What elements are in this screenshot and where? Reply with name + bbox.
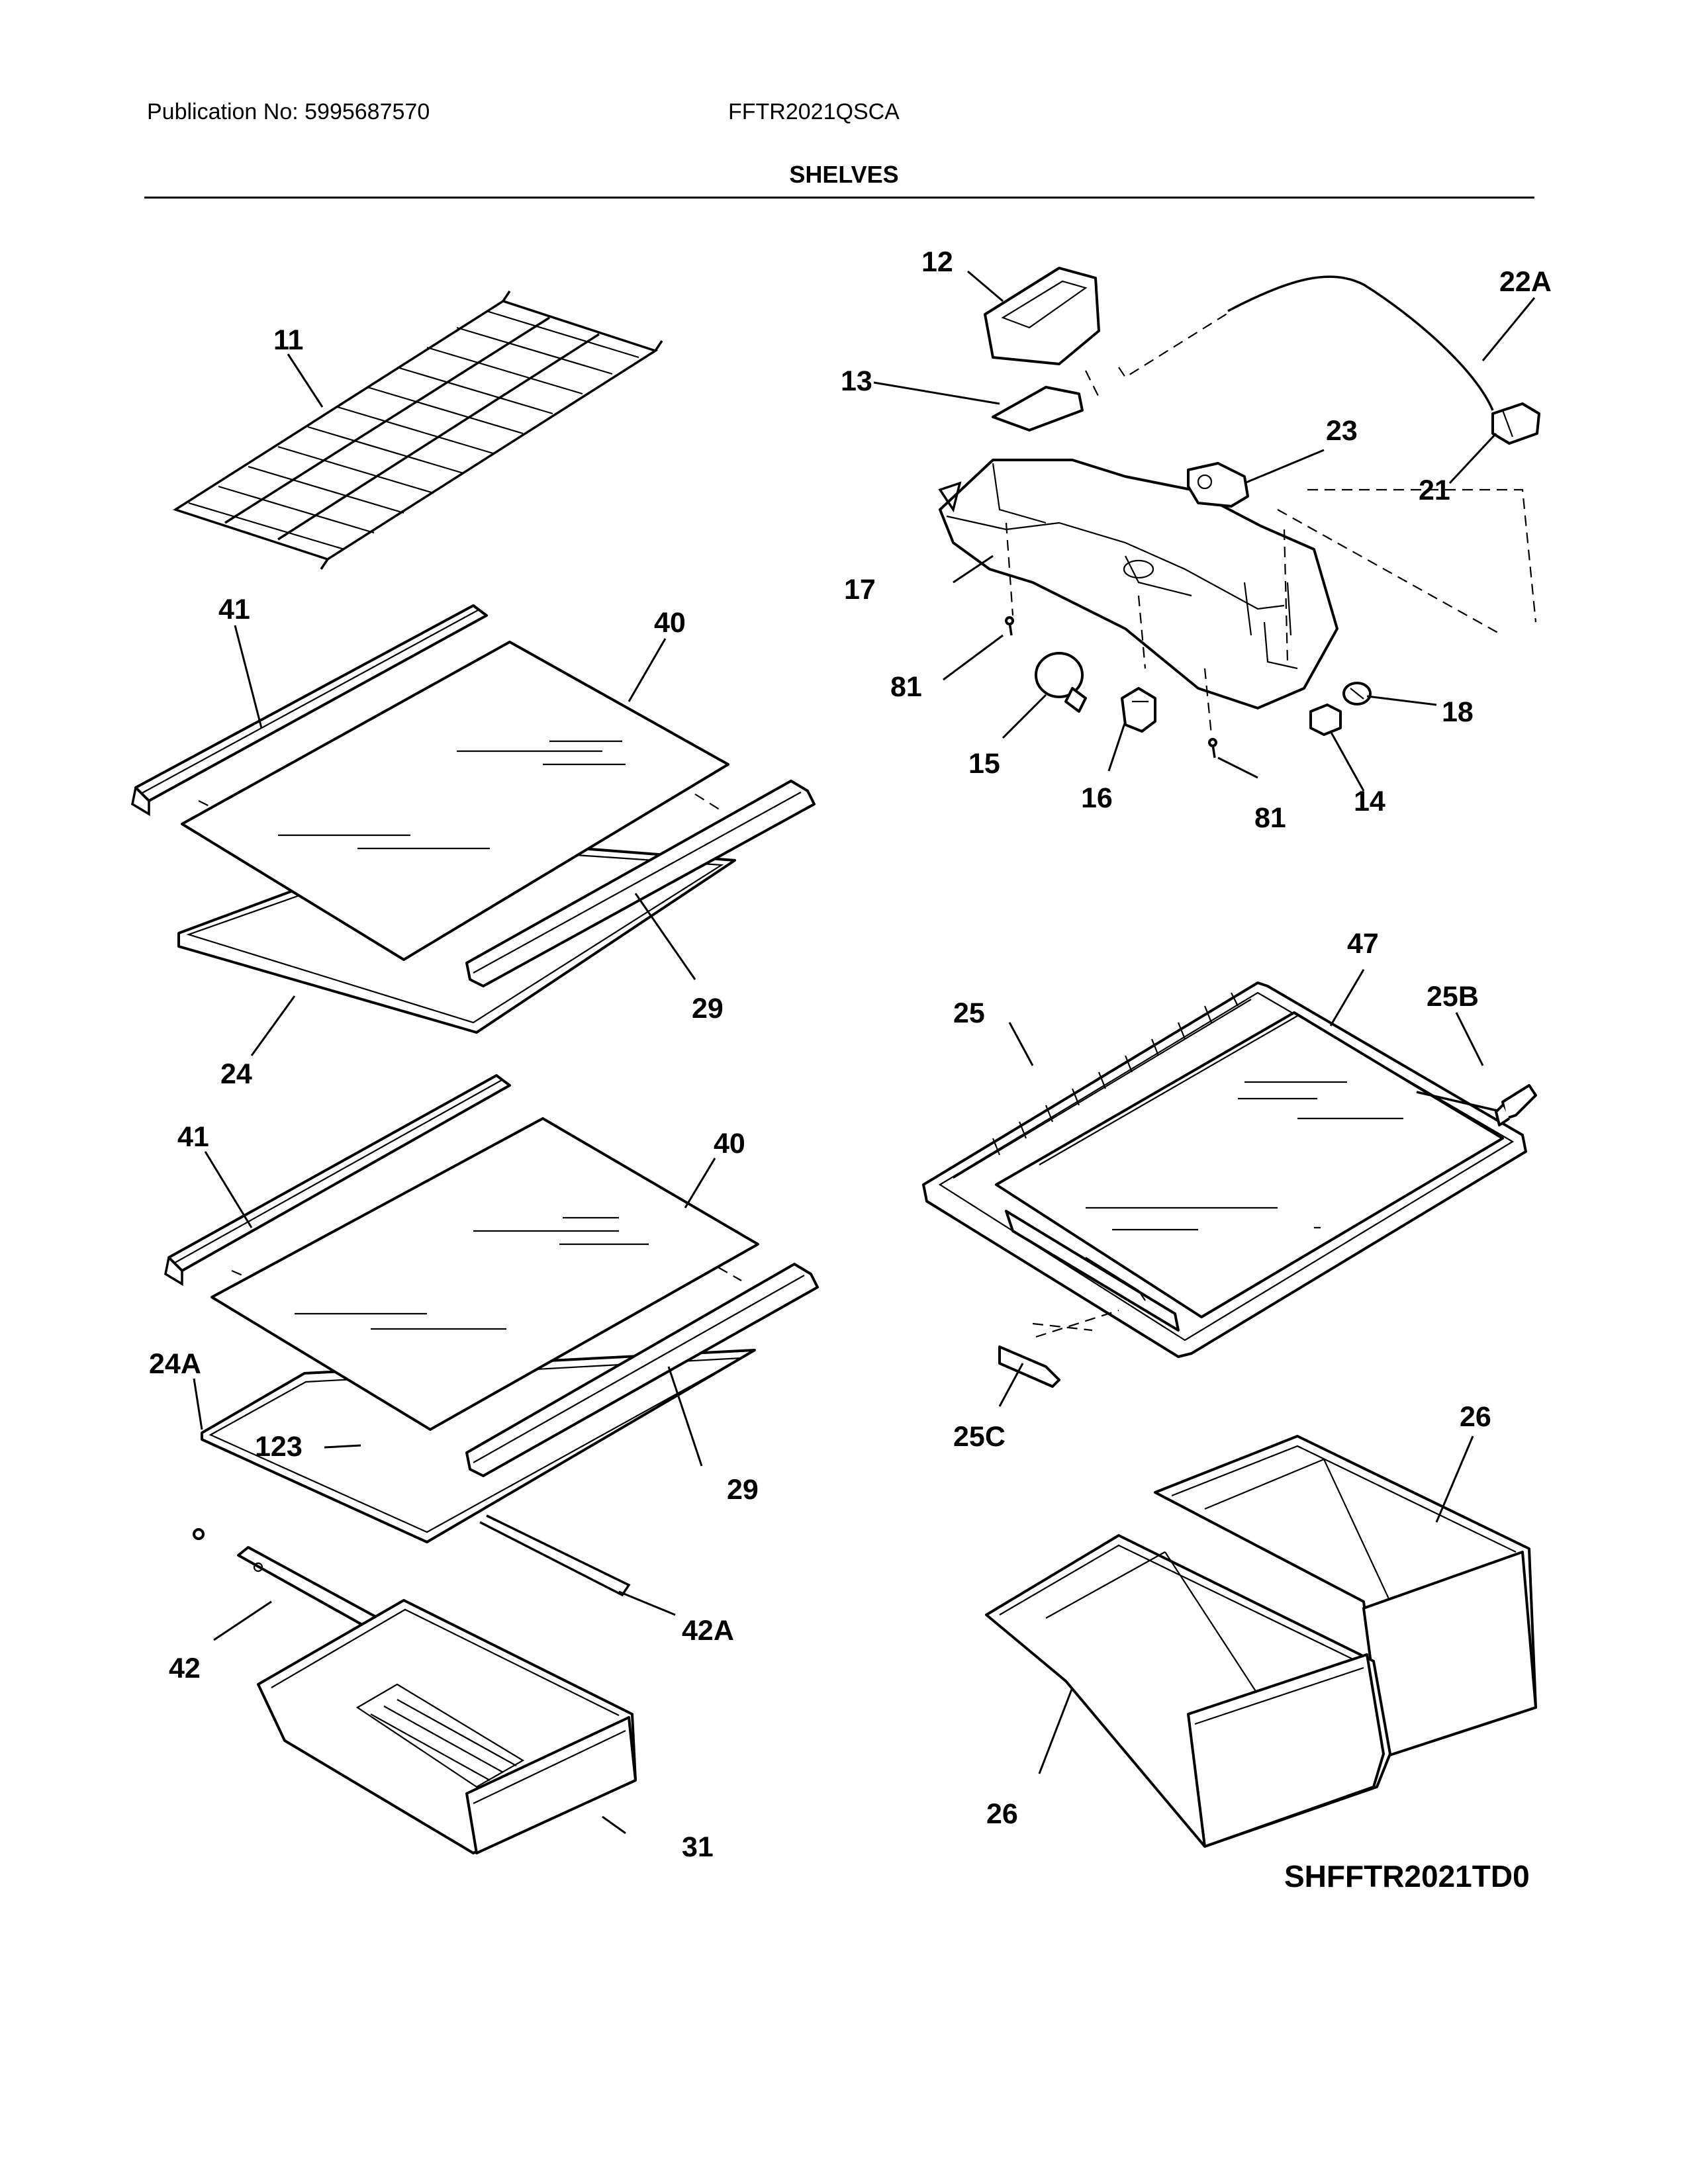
wire-harness-22A xyxy=(1227,275,1494,411)
damper-13 xyxy=(992,386,1084,432)
callout-29-lower: 29 xyxy=(727,1474,759,1506)
callout-29-upper: 29 xyxy=(692,993,724,1024)
diagram-code: SHFFTR2021TD0 xyxy=(1284,1859,1530,1893)
thermostat-23 xyxy=(1187,462,1249,508)
callout-25C: 25C xyxy=(953,1421,1006,1453)
model-number: FFTR2021QSCA xyxy=(728,99,900,124)
edge-trim-41-upper xyxy=(131,604,488,817)
control-housing-17 xyxy=(938,459,1338,709)
clip-25C xyxy=(998,1309,1119,1388)
wire-shelf xyxy=(172,291,663,570)
callout-15: 15 xyxy=(968,748,1000,780)
callout-40-lower: 40 xyxy=(714,1128,745,1160)
callout-21: 21 xyxy=(1419,475,1450,506)
callout-25: 25 xyxy=(953,997,985,1029)
callout-47: 47 xyxy=(1347,928,1379,960)
crisper-pan-26-front xyxy=(985,1534,1391,1848)
screw-123 xyxy=(193,1528,205,1540)
leader-lines xyxy=(193,270,1536,1835)
control-knob-18 xyxy=(1342,682,1372,705)
callout-41-lower: 41 xyxy=(177,1121,209,1153)
crisper-drawer-31 xyxy=(257,1599,637,1854)
callout-40-upper: 40 xyxy=(654,607,686,639)
screw-81-upper xyxy=(1005,616,1014,636)
switch-14 xyxy=(1309,704,1342,736)
rear-trim-29-lower xyxy=(465,1263,819,1477)
publication-number: Publication No: 5995687570 xyxy=(147,99,430,124)
callout-26-rear: 26 xyxy=(1460,1401,1491,1433)
callout-18: 18 xyxy=(1442,696,1474,728)
light-socket-16 xyxy=(1121,687,1156,733)
callout-22A: 22A xyxy=(1499,266,1552,298)
edge-trim-41-lower xyxy=(164,1074,511,1287)
glass-insert-47 xyxy=(995,1011,1504,1318)
callout-41-upper: 41 xyxy=(218,594,250,625)
callout-81-left: 81 xyxy=(890,671,922,703)
callout-42A: 42A xyxy=(682,1615,734,1647)
callout-17: 17 xyxy=(844,574,876,606)
callout-42: 42 xyxy=(169,1653,201,1684)
clip-25B xyxy=(1416,1084,1537,1126)
callout-123: 123 xyxy=(255,1431,303,1463)
callout-14: 14 xyxy=(1354,786,1385,817)
callout-13: 13 xyxy=(841,365,872,397)
page-title: SHELVES xyxy=(789,161,899,188)
callout-16: 16 xyxy=(1081,782,1113,814)
callout-81-right: 81 xyxy=(1254,802,1286,834)
callout-12: 12 xyxy=(921,246,953,278)
header-divider xyxy=(144,197,1534,199)
callout-23: 23 xyxy=(1326,415,1358,447)
light-shield-12 xyxy=(984,267,1100,365)
glass-shelf-40-upper xyxy=(181,641,729,961)
callout-26-front: 26 xyxy=(986,1798,1018,1830)
callout-31: 31 xyxy=(682,1831,714,1863)
callout-11: 11 xyxy=(273,324,303,356)
connection-lines-housing xyxy=(1005,310,1537,735)
callout-25B: 25B xyxy=(1427,981,1479,1013)
switch-21 xyxy=(1491,402,1540,445)
callout-24A: 24A xyxy=(149,1348,201,1380)
crisper-pan-26-rear xyxy=(1154,1435,1537,1758)
rear-trim-29-upper xyxy=(465,780,816,987)
light-bulb-15 xyxy=(1035,652,1087,713)
glass-shelf-40-lower xyxy=(211,1117,759,1431)
callout-24: 24 xyxy=(220,1058,252,1090)
screw-81-lower xyxy=(1208,738,1217,758)
